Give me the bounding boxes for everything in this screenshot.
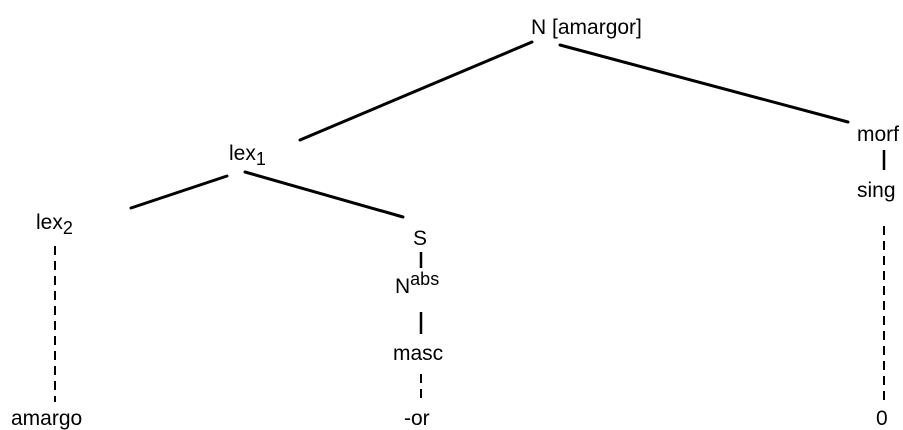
node-sing: sing bbox=[857, 179, 896, 202]
node-lex1-index: 1 bbox=[255, 149, 266, 169]
edge-lex1-s bbox=[243, 170, 405, 219]
node-nabs-base: N bbox=[395, 275, 411, 298]
node-morf: morf bbox=[857, 123, 899, 146]
leaf-or: -or bbox=[404, 407, 430, 430]
node-root-feature: [amargor] bbox=[552, 16, 642, 39]
node-lex2-base: lex bbox=[36, 211, 63, 234]
node-nabs-sup: abs bbox=[410, 269, 440, 289]
edge-lex1-lex2 bbox=[129, 174, 229, 210]
node-s: S bbox=[413, 227, 428, 250]
leaf-amargo: amargo bbox=[11, 407, 83, 430]
node-root: N [amargor] bbox=[531, 17, 642, 38]
node-lex1-base: lex bbox=[229, 142, 256, 165]
node-lex2: lex2 bbox=[36, 211, 73, 237]
leaf-zero: 0 bbox=[876, 407, 888, 430]
node-lex1: lex1 bbox=[229, 142, 266, 168]
node-masc: masc bbox=[393, 342, 444, 365]
edge-root-lex1 bbox=[298, 40, 534, 142]
edge-root-morf bbox=[558, 43, 850, 124]
node-nabs: Nabs bbox=[395, 270, 439, 298]
node-root-head: N bbox=[531, 16, 547, 39]
node-lex2-index: 2 bbox=[62, 218, 73, 238]
